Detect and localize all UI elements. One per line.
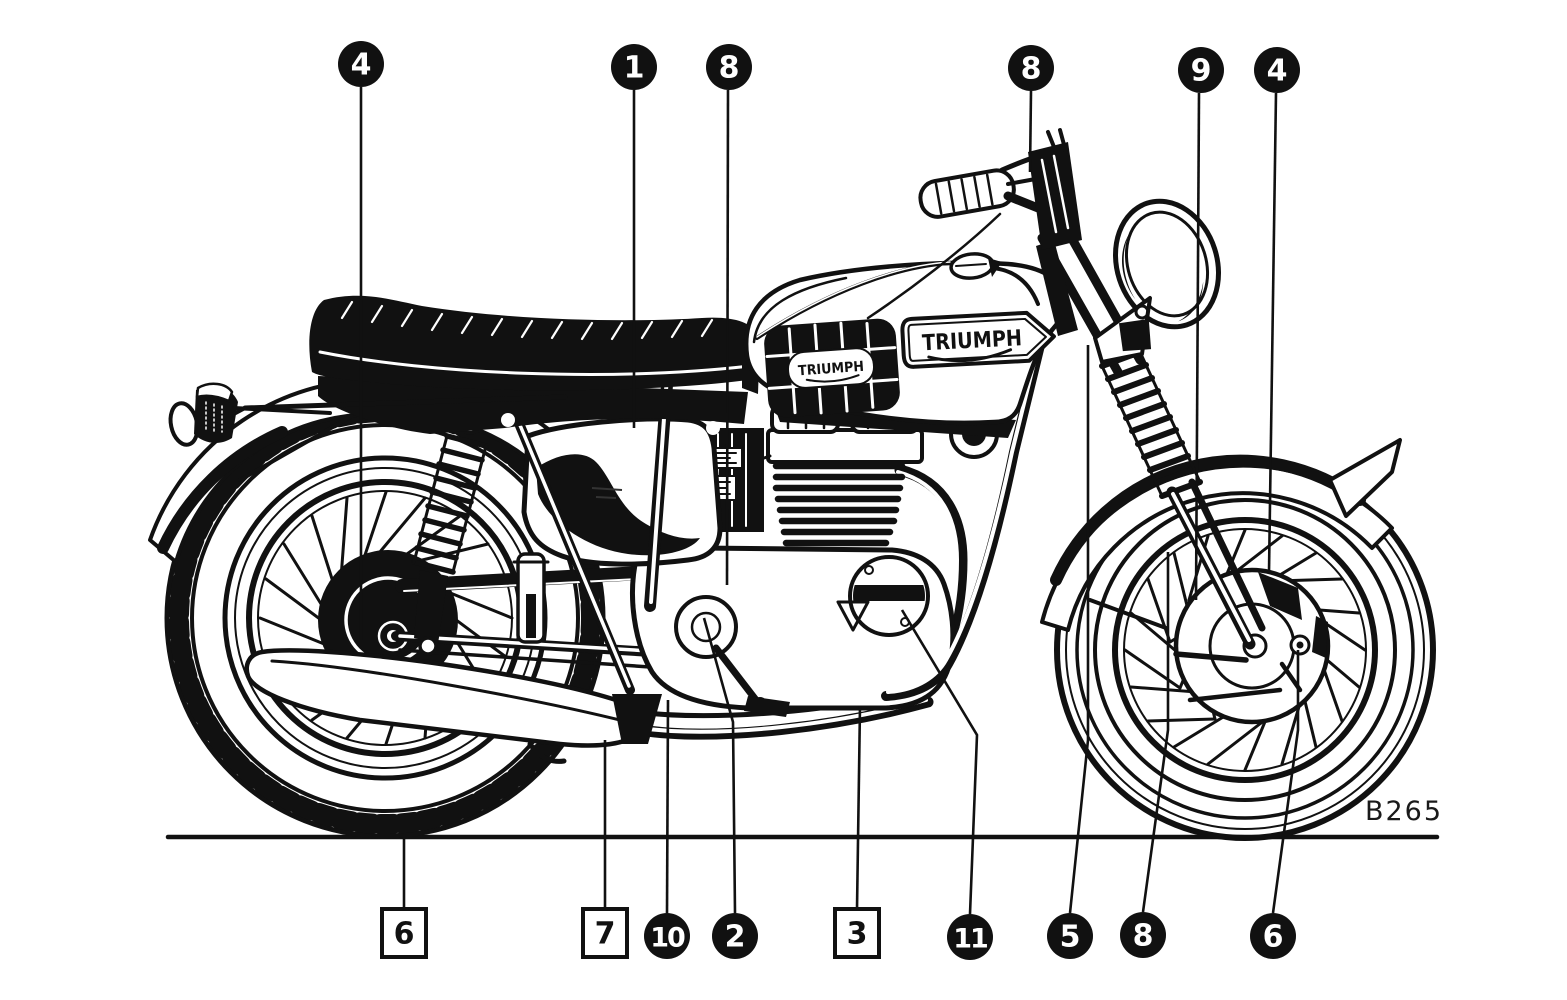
callout-marker-circle bbox=[1254, 47, 1300, 93]
callout-number-10: 10 bbox=[650, 923, 685, 954]
callout-leader-line bbox=[702, 617, 737, 914]
front-fender bbox=[1040, 438, 1402, 632]
callout-leader-line bbox=[855, 705, 862, 910]
callout-marker-circle bbox=[706, 44, 752, 90]
callout-leader-line bbox=[725, 89, 730, 586]
callout-number-8: 8 bbox=[1021, 52, 1042, 87]
handlebar bbox=[918, 128, 1082, 250]
headlight-bracket bbox=[1093, 296, 1152, 364]
fender-flap bbox=[1328, 438, 1402, 518]
callout-leader-line bbox=[1068, 345, 1090, 914]
callout-number-4: 4 bbox=[1267, 54, 1288, 89]
callout-marker-circle bbox=[1047, 913, 1093, 959]
side-panel bbox=[521, 416, 764, 567]
callout-leader-line bbox=[1267, 92, 1278, 573]
callout-marker-square bbox=[581, 907, 629, 959]
callout-leader-line bbox=[1141, 552, 1170, 913]
callout-number-9: 9 bbox=[1191, 54, 1212, 89]
callout-marker-square bbox=[833, 907, 881, 959]
callout-marker-circle bbox=[1120, 912, 1166, 958]
seat bbox=[309, 295, 757, 391]
callout-marker-circle bbox=[947, 914, 993, 960]
callout-layer: 4 1 8 8 9 4 6 7 10 2 3 11 5 8 6 bbox=[338, 41, 1300, 960]
control-cables bbox=[755, 212, 1040, 340]
callout-number-7: 7 bbox=[595, 917, 616, 952]
callout-number-6: 6 bbox=[1263, 920, 1284, 955]
knee-pad-text: TRIUMPH bbox=[798, 359, 865, 380]
callout-number-5: 5 bbox=[1060, 920, 1081, 955]
grip bbox=[918, 168, 1016, 219]
callout-marker-circle bbox=[1178, 47, 1224, 93]
under-seat-frame bbox=[228, 376, 748, 435]
patent-plate bbox=[836, 600, 870, 632]
callout-number-8: 8 bbox=[1133, 919, 1154, 954]
tank-badge: TRIUMPH bbox=[900, 310, 1056, 369]
callout-number-1: 1 bbox=[624, 51, 645, 86]
callout-number-4: 4 bbox=[351, 48, 372, 83]
fork-gaiter bbox=[1099, 349, 1203, 499]
callout-number-6: 6 bbox=[394, 917, 415, 952]
callout-marker-circle bbox=[1250, 913, 1296, 959]
callout-marker-circle bbox=[338, 41, 384, 87]
callout-leader-line bbox=[1271, 650, 1300, 914]
callout-leader-line bbox=[900, 609, 979, 915]
front-wheel bbox=[1054, 459, 1436, 841]
timing-cover bbox=[848, 555, 930, 637]
drawing-number: B265 bbox=[1365, 796, 1443, 827]
knee-grip-pad: TRIUMPH bbox=[764, 318, 900, 418]
callout-leader-line bbox=[665, 699, 670, 914]
callout-leader-line bbox=[1028, 90, 1033, 173]
callout-marker-circle bbox=[1008, 45, 1054, 91]
callout-number-11: 11 bbox=[953, 924, 987, 955]
callout-marker-circle bbox=[611, 44, 657, 90]
callout-leader-line bbox=[1194, 92, 1201, 601]
tail-light bbox=[194, 382, 238, 443]
callout-number-3: 3 bbox=[847, 917, 868, 952]
callout-number-8: 8 bbox=[719, 51, 740, 86]
callout-marker-circle bbox=[644, 913, 690, 959]
cylinder-fins bbox=[772, 462, 906, 547]
callout-marker-circle bbox=[712, 913, 758, 959]
fuel-tank: TRIUMPH TRIUMPH bbox=[742, 260, 1069, 438]
gearbox-cover bbox=[674, 595, 738, 659]
callout-marker-square bbox=[380, 907, 428, 959]
callout-number-2: 2 bbox=[725, 920, 746, 955]
